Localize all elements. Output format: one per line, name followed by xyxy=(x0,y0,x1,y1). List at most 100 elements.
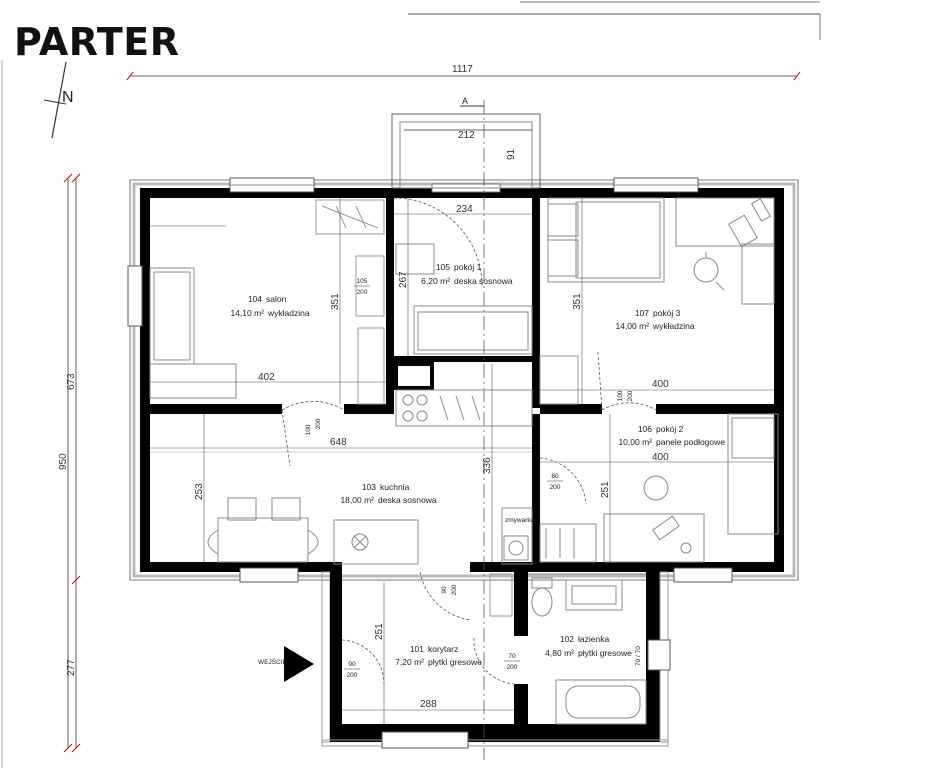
door-height: 200 xyxy=(550,484,561,491)
door-label: 80 200 xyxy=(547,473,563,491)
dimension-label: 1117 xyxy=(452,64,473,75)
door-label: 100 200 xyxy=(617,390,634,401)
room-number: 101 xyxy=(410,644,424,654)
cabinet xyxy=(539,355,579,405)
desk xyxy=(675,197,775,305)
kitchen-counter xyxy=(150,389,533,565)
outer-walls xyxy=(129,179,799,747)
dimension-overall-height: 950 673 277 xyxy=(58,173,81,753)
double-bed xyxy=(547,197,665,283)
entrance-label: WEJŚCIE xyxy=(258,657,288,666)
entrance-arrow-icon: WEJŚCIE xyxy=(258,646,314,682)
dimension-label: 402 xyxy=(258,372,275,383)
room-area: 14,00 m² xyxy=(615,321,649,331)
room-area: 18,00 m² xyxy=(340,495,374,505)
door-height: 200 xyxy=(451,584,458,595)
dining-table xyxy=(207,497,319,563)
dimension-label: 234 xyxy=(456,204,473,215)
balcony: 212 91 xyxy=(391,113,541,189)
dimension-label: 336 xyxy=(482,457,493,474)
bathroom-fixtures xyxy=(528,573,647,725)
dimension-label: 267 xyxy=(398,271,409,288)
dimension-label: 277 xyxy=(66,659,77,676)
door-label: 90 200 xyxy=(344,661,360,679)
door-width: 90 xyxy=(441,586,448,594)
cabinet xyxy=(489,573,513,617)
room-name: pokój 2 xyxy=(656,424,684,434)
dimension-label: 91 xyxy=(506,148,517,160)
interior-walls xyxy=(150,198,784,726)
room-name: kuchnia xyxy=(380,482,410,492)
dimension-label: 673 xyxy=(66,373,77,390)
dimension-label: 351 xyxy=(572,293,583,310)
room-floor: deska sosnowa xyxy=(378,495,437,505)
dimension-label: 400 xyxy=(652,379,669,390)
room-name: pokój 3 xyxy=(653,308,681,318)
room-name: salon xyxy=(266,294,287,304)
room-label: 104 salon 14,10 m² wykładzina xyxy=(230,294,309,318)
room-floor: płytki gresowe xyxy=(578,648,632,658)
room-name: korytarz xyxy=(428,644,458,654)
room-number: 102 xyxy=(560,634,574,644)
room-area: 10,00 m² xyxy=(618,437,652,447)
room-number: 104 xyxy=(248,294,262,304)
window-label: 70 / 70 xyxy=(635,646,642,666)
door-label: 90 200 xyxy=(441,584,458,595)
room-label: 101 korytarz 7,20 m² płytki gresowe xyxy=(395,644,482,667)
room-area: 4,80 m² xyxy=(545,648,574,658)
door-width: 100 xyxy=(617,390,624,401)
dimension-label: 950 xyxy=(58,453,69,470)
dimension-label: 648 xyxy=(330,437,347,448)
room-number: 103 xyxy=(362,482,376,492)
room-floor: wykładzina xyxy=(652,321,695,331)
bed xyxy=(395,243,533,355)
appliance-label: zmywarka xyxy=(505,517,535,524)
door-height: 200 xyxy=(315,418,322,429)
north-arrow-icon: N xyxy=(43,61,74,139)
interior-dimensions xyxy=(150,198,774,724)
dimension-overall-width: 1117 xyxy=(126,64,801,81)
room-label: 102 łazienka 4,80 m² płytki gresowe xyxy=(545,634,632,658)
room-number: 105 xyxy=(436,262,450,272)
door-label: 70 200 xyxy=(504,653,520,671)
room-label: 103 kuchnia 18,00 m² deska sosnowa xyxy=(340,482,436,505)
door-label: 100 200 xyxy=(305,418,322,435)
door-swings xyxy=(281,197,657,685)
room-label: 105 pokój 1 6,20 m² deska sosnowa xyxy=(421,262,513,286)
door-width: 100 xyxy=(305,424,312,435)
door-height: 200 xyxy=(507,664,518,671)
room-floor: płytki gresowe xyxy=(428,657,482,667)
room-floor: panele podłogowe xyxy=(656,437,725,447)
room-area: 14,10 m² xyxy=(230,308,264,318)
dimension-label: 212 xyxy=(458,130,475,141)
room-area: 7,20 m² xyxy=(395,657,424,667)
wardrobe xyxy=(315,199,385,405)
dimension-label: 400 xyxy=(652,452,669,463)
dimension-label: 251 xyxy=(600,481,611,498)
dimension-label: 288 xyxy=(420,699,437,710)
door-width: 90 xyxy=(348,661,356,668)
door-width: 70 xyxy=(508,653,516,660)
door-label: 105 200 xyxy=(354,278,370,296)
door-height: 200 xyxy=(627,390,634,401)
room-number: 107 xyxy=(635,308,649,318)
sofa xyxy=(149,267,237,399)
dimension-label: 253 xyxy=(194,483,205,500)
desk xyxy=(539,475,705,563)
room-label: 106 pokój 2 10,00 m² panele podłogowe xyxy=(618,424,725,447)
room-floor: deska sosnowa xyxy=(454,276,513,286)
door-width: 80 xyxy=(551,473,559,480)
page-title: PARTER xyxy=(14,20,180,64)
room-name: łazienka xyxy=(578,634,609,644)
north-label: N xyxy=(62,89,74,106)
dimension-label: 251 xyxy=(374,623,385,640)
bed xyxy=(727,413,779,535)
room-number: 106 xyxy=(638,424,652,434)
door-height: 200 xyxy=(347,672,358,679)
section-line: A xyxy=(460,96,485,760)
room-label: 107 pokój 3 14,00 m² wykładzina xyxy=(615,308,694,331)
section-marker: A xyxy=(462,96,468,106)
dimension-label: 351 xyxy=(330,293,341,310)
room-floor: wykładzina xyxy=(267,308,310,318)
